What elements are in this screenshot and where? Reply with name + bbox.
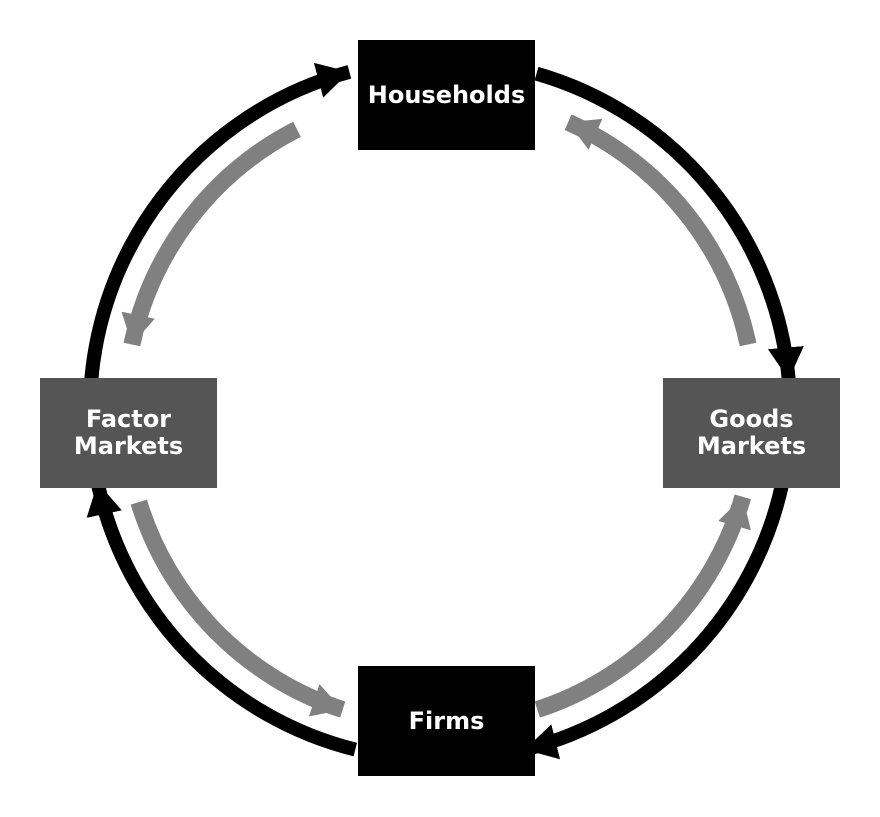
households-box: Households xyxy=(358,40,535,150)
flow-arrow-outer-goods-to-firms xyxy=(523,481,790,760)
flow-arrow-outer-households-to-goods xyxy=(534,66,804,381)
flow-arrow-inner-firms-to-goods xyxy=(534,494,751,718)
households-label: Households xyxy=(367,80,526,109)
flow-arrow-inner-goods-to-households xyxy=(564,114,757,347)
flow-arrow-outer-firms-to-factor xyxy=(86,481,357,757)
firms-box: Firms xyxy=(358,666,535,776)
factor-markets-label: Factor Markets xyxy=(73,405,184,460)
goods-markets-box: Goods Markets xyxy=(663,378,840,488)
firms-label: Firms xyxy=(408,706,485,735)
flow-arrow-inner-households-to-factor xyxy=(121,121,301,347)
inner-flow-ring xyxy=(121,114,757,718)
goods-markets-label: Goods Markets xyxy=(696,405,807,460)
factor-markets-box: Factor Markets xyxy=(40,378,217,488)
flow-arrow-inner-factor-to-firms xyxy=(130,499,346,718)
